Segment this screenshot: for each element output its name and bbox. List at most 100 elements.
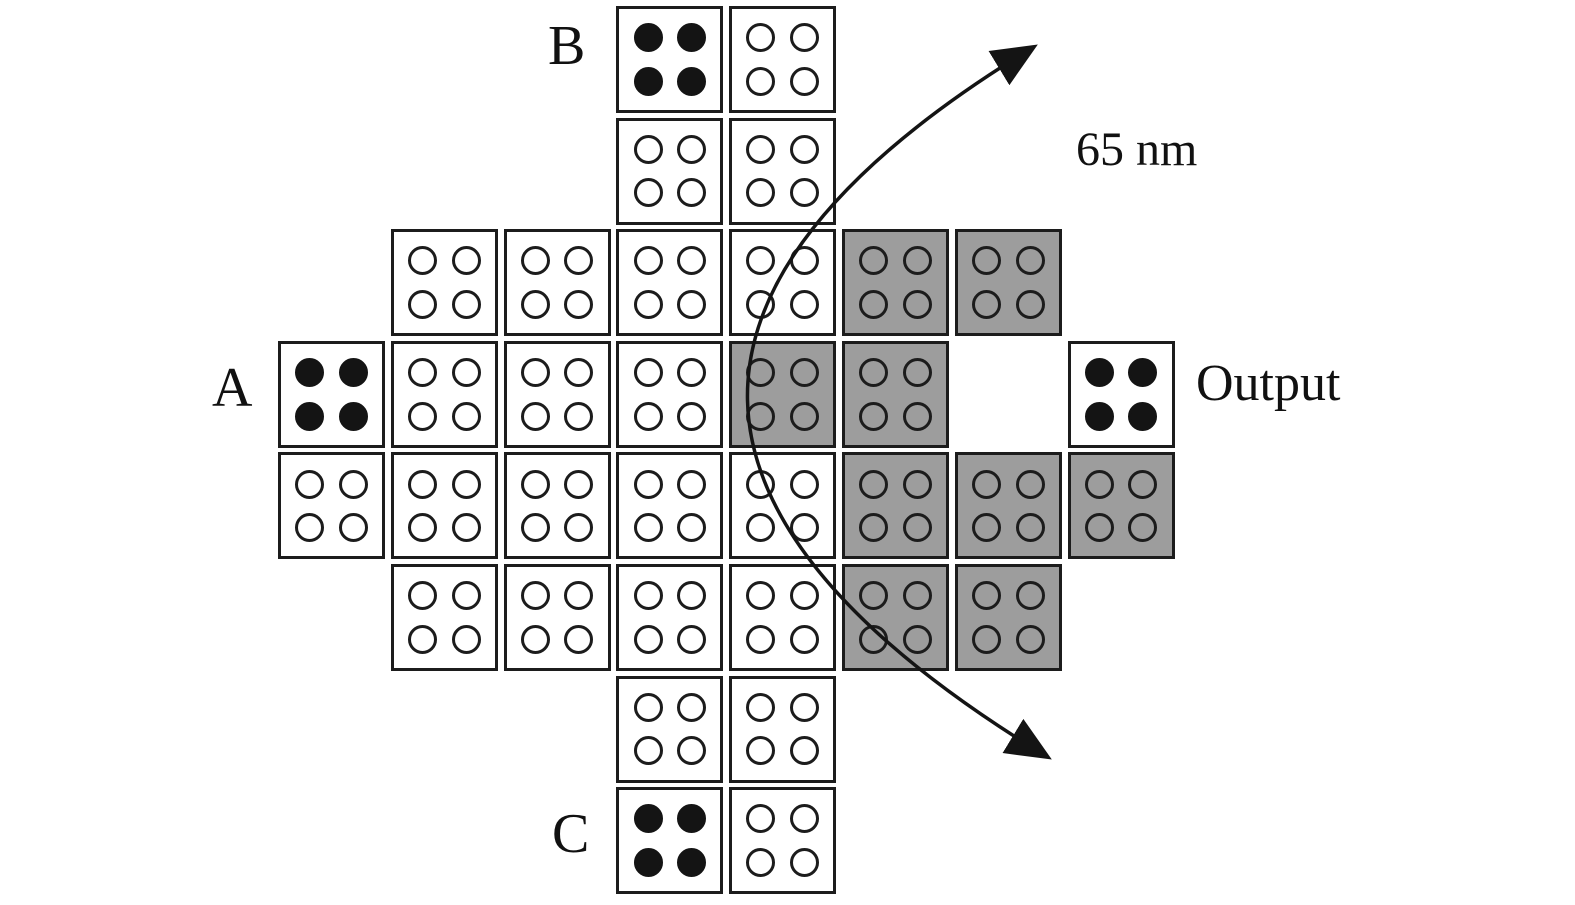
quantum-dot [789,513,819,543]
quantum-dot [789,358,819,388]
quantum-dot [677,847,707,877]
quantum-dot [1015,513,1045,543]
quantum-dot [902,513,932,543]
quantum-dot [633,513,663,543]
quantum-dot [408,581,438,611]
quantum-dot [408,513,438,543]
quantum-dot [338,469,368,499]
quantum-dot [408,358,438,388]
qca-cell-r3c4 [729,340,837,448]
quantum-dot [677,178,707,208]
quantum-dot [746,469,776,499]
quantum-dot [902,246,932,276]
quantum-dot [633,23,663,53]
quantum-dot [789,847,819,877]
quantum-dot [789,401,819,431]
quantum-dot [789,23,819,53]
qca-cell-r4c6 [954,452,1062,560]
quantum-dot [1015,289,1045,319]
quantum-dot [451,358,481,388]
qca-cell-r4c1 [390,452,498,560]
quantum-dot [746,178,776,208]
qca-cell-r3c5 [842,340,949,448]
quantum-dot [1128,469,1158,499]
output-label: Output [1196,355,1341,412]
quantum-dot [677,469,707,499]
quantum-dot [789,289,819,319]
quantum-dot [746,692,776,722]
quantum-dot [746,624,776,654]
quantum-dot [633,401,663,431]
quantum-dot [451,469,481,499]
quantum-dot [408,469,438,499]
quantum-dot [902,469,932,499]
quantum-dot [1015,581,1045,611]
qca-cell-r3c3 [616,340,724,448]
qca-cell-r4c2 [503,452,611,560]
quantum-dot [633,736,663,766]
quantum-dot [677,289,707,319]
quantum-dot [859,246,889,276]
quantum-dot [1084,358,1114,388]
quantum-dot [859,581,889,611]
qca-cell-r7c4 [729,787,837,895]
input-label-b: B [548,15,586,77]
qca-cell-r7c3 [616,787,724,895]
quantum-dot [789,178,819,208]
qca-cell-r2c3 [616,229,724,337]
quantum-dot [859,358,889,388]
qca-cell-r4c0 [278,452,385,560]
quantum-dot [564,358,594,388]
quantum-dot [451,289,481,319]
quantum-dot [520,581,550,611]
qca-cell-r3c0 [278,340,385,448]
quantum-dot [1015,246,1045,276]
quantum-dot [677,358,707,388]
qca-cell-r0c3 [616,6,724,113]
quantum-dot [746,246,776,276]
qca-cell-r2c4 [729,229,837,337]
quantum-dot [746,847,776,877]
quantum-dot [633,289,663,319]
quantum-dot [902,581,932,611]
qca-cell-r2c5 [842,229,949,337]
quantum-dot [1015,469,1045,499]
quantum-dot [746,513,776,543]
quantum-dot [408,401,438,431]
quantum-dot [746,736,776,766]
quantum-dot [408,624,438,654]
quantum-dot [746,581,776,611]
quantum-dot [338,401,368,431]
quantum-dot [746,804,776,834]
quantum-dot [338,358,368,388]
quantum-dot [972,289,1002,319]
qca-cell-r5c3 [616,564,724,671]
quantum-dot [677,134,707,164]
quantum-dot [902,358,932,388]
quantum-dot [1128,401,1158,431]
qca-cell-r4c3 [616,452,724,560]
qca-cell-r1c4 [729,117,837,225]
quantum-dot [633,358,663,388]
quantum-dot [564,289,594,319]
quantum-dot [564,513,594,543]
quantum-dot [972,469,1002,499]
quantum-dot [677,401,707,431]
quantum-dot [633,804,663,834]
qca-cell-r5c1 [390,564,498,671]
quantum-dot [520,401,550,431]
qca-cell-r5c5 [842,564,949,671]
quantum-dot [451,401,481,431]
quantum-dot [1128,513,1158,543]
quantum-dot [520,469,550,499]
quantum-dot [520,513,550,543]
quantum-dot [789,624,819,654]
quantum-dot [677,66,707,96]
quantum-dot [677,736,707,766]
quantum-dot [677,804,707,834]
qca-cell-r1c3 [616,117,724,225]
qca-cell-r0c4 [729,6,837,113]
quantum-dot [789,134,819,164]
quantum-dot [902,289,932,319]
